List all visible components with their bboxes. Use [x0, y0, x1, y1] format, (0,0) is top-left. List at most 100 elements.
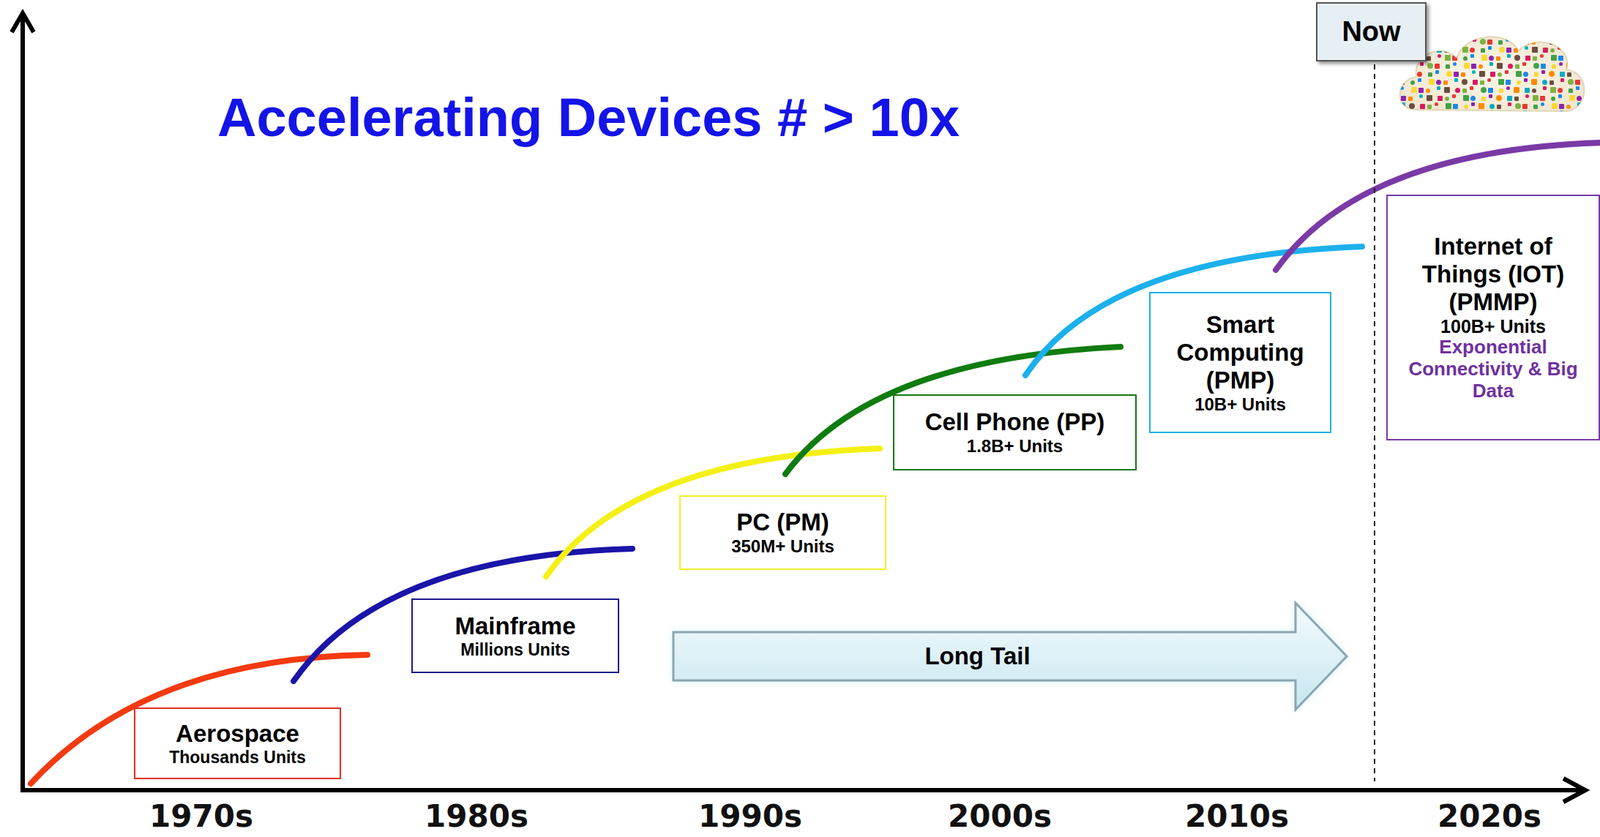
- cloud-icon-dot: [1575, 47, 1581, 53]
- cloud-icon-dot: [1427, 72, 1433, 77]
- cloud-icon-dot: [1531, 46, 1538, 53]
- x-axis: [20, 788, 1584, 793]
- cloud-icon-dot: [1534, 72, 1539, 77]
- cloud-icon-dot: [1549, 38, 1556, 45]
- cloud-icon-dot: [1506, 86, 1510, 91]
- cloud-icon-dot: [1560, 39, 1566, 45]
- box-heading: Smart Computing (PMP): [1157, 311, 1323, 395]
- cloud-icon-dot: [1444, 54, 1451, 61]
- mainframe-box: MainframeMillions Units: [411, 598, 620, 674]
- cloud-icon-dot: [1463, 62, 1470, 69]
- box-heading: Long Tail: [924, 642, 1030, 671]
- box-detail: Thousands Units: [169, 748, 306, 768]
- cloud-icon-dot: [1533, 62, 1540, 69]
- cloud-icon-dot: [1506, 47, 1512, 53]
- cloud-icon-dot: [1569, 56, 1574, 61]
- box-heading: Mainframe: [454, 612, 576, 641]
- cloud-icon-dot: [1400, 86, 1404, 91]
- cloud-icon-dot: [1541, 111, 1547, 118]
- cloud-icon-dot: [1507, 54, 1511, 58]
- cloud-icon-dot: [1534, 111, 1540, 118]
- cloud-icon-dot: [1532, 95, 1539, 102]
- cloud-icon-dot: [1585, 112, 1590, 118]
- cloud-icon-dot: [1515, 112, 1521, 118]
- cloud-icon-dot: [1490, 71, 1496, 77]
- cloud-icon-dot: [1513, 87, 1520, 93]
- cloud-icon-dot: [1426, 95, 1433, 102]
- cloud-icon-dot: [1436, 79, 1442, 85]
- now-box: Now: [1316, 2, 1427, 62]
- cloud-icon-dot: [1481, 54, 1488, 61]
- cloud-icon-dot: [1409, 112, 1415, 118]
- cloud-icon-dot: [1498, 88, 1504, 93]
- cloud-icon-dot: [1505, 79, 1511, 85]
- long-tail-arrow: Long Tail: [671, 601, 1349, 712]
- cloud-icon-dot: [1425, 46, 1432, 53]
- cloud-icon-dot: [1488, 46, 1492, 50]
- cloud-icon: [1400, 36, 1585, 112]
- box-detail: Millions Units: [460, 640, 571, 660]
- cloud-icon-dot: [1481, 96, 1486, 102]
- cellphone-box: Cell Phone (PP)1.8B+ Units: [892, 394, 1137, 471]
- cloud-icon-dot: [1550, 87, 1557, 93]
- iot-box: Internet of Things (IOT) (PMMP)100B+ Uni…: [1386, 194, 1600, 441]
- cloud-icon-dot: [1478, 103, 1485, 110]
- cloud-icon-dot: [1559, 103, 1565, 110]
- cloud-icon-dot: [1559, 62, 1563, 66]
- cloud-icon-dot: [1435, 111, 1441, 118]
- cloud-icon-dot: [1463, 95, 1469, 102]
- cloud-icon-dot: [1480, 48, 1486, 53]
- cloud-icon-dot: [1515, 70, 1522, 77]
- cloud-icon-dot: [1575, 86, 1580, 91]
- cloud-icon-dot: [1400, 95, 1407, 102]
- cloud-icon-dot: [1471, 111, 1478, 118]
- cloud-app-icons: [1399, 38, 1593, 118]
- cloud-icon-dot: [1496, 56, 1501, 61]
- box-heading: Internet of Things (IOT) (PMMP): [1395, 232, 1592, 317]
- cloud-icon-dot: [1576, 95, 1582, 102]
- cloud-icon-dot: [1437, 54, 1442, 58]
- cloud-icon-dot: [1417, 110, 1421, 115]
- cloud-icon-dot: [1428, 40, 1434, 45]
- cloud-icon-dot: [1539, 95, 1546, 102]
- cloud-icon-dot: [1472, 79, 1478, 85]
- cloud-icon-dot: [1559, 110, 1564, 115]
- cloud-icon-dot: [1548, 70, 1555, 77]
- cloud-icon-dot: [1487, 78, 1491, 82]
- pc-box: PC (PM)350M+ Units: [679, 495, 887, 571]
- cloud-icon-dot: [1583, 54, 1590, 61]
- cloud-icon-dot: [1452, 55, 1458, 61]
- cloud-icon-dot: [1479, 80, 1485, 85]
- cloud-icon-dot: [1472, 38, 1477, 42]
- cloud-icon-dot: [1488, 94, 1493, 99]
- cloud-icon-dot: [1514, 96, 1519, 102]
- cloud-icon-dot: [1567, 72, 1572, 77]
- cloud-icon-dot: [1401, 102, 1406, 107]
- cloud-icon-dot: [1436, 86, 1441, 91]
- mainframe-curve: [293, 548, 633, 682]
- cloud-icon-dot: [1445, 64, 1450, 69]
- cloud-icon-dot: [1419, 94, 1423, 99]
- box-detail: 350M+ Units: [731, 536, 835, 557]
- cloud-icon-dot: [1560, 78, 1565, 82]
- cloud-icon-dot: [1586, 80, 1591, 85]
- axis-label: 1980s: [424, 798, 529, 835]
- cloud-icon-dot: [1463, 104, 1469, 110]
- cloud-icon-dot: [1569, 95, 1576, 102]
- cloud-icon-dot: [1525, 55, 1531, 61]
- cloud-icon-dot: [1504, 70, 1509, 74]
- cloud-icon-dot: [1478, 64, 1483, 69]
- cloud-icon-dot: [1523, 110, 1527, 115]
- cloud-icon-dot: [1566, 62, 1573, 69]
- box-detail: 1.8B+ Units: [966, 436, 1063, 457]
- cloud-icon-dot: [1548, 112, 1554, 118]
- cloud-icon-dot: [1542, 47, 1549, 53]
- cloud-icon-dot: [1578, 70, 1582, 74]
- cloud-icon-dot: [1507, 102, 1512, 107]
- cloud-icon-dot: [1583, 96, 1589, 102]
- cloud-icon-dot: [1498, 40, 1503, 45]
- y-axis: [20, 13, 25, 791]
- cloud-icon-dot: [1428, 79, 1435, 85]
- cloud-icon-dot: [1586, 48, 1592, 53]
- cloud-icon-dot: [1542, 86, 1547, 91]
